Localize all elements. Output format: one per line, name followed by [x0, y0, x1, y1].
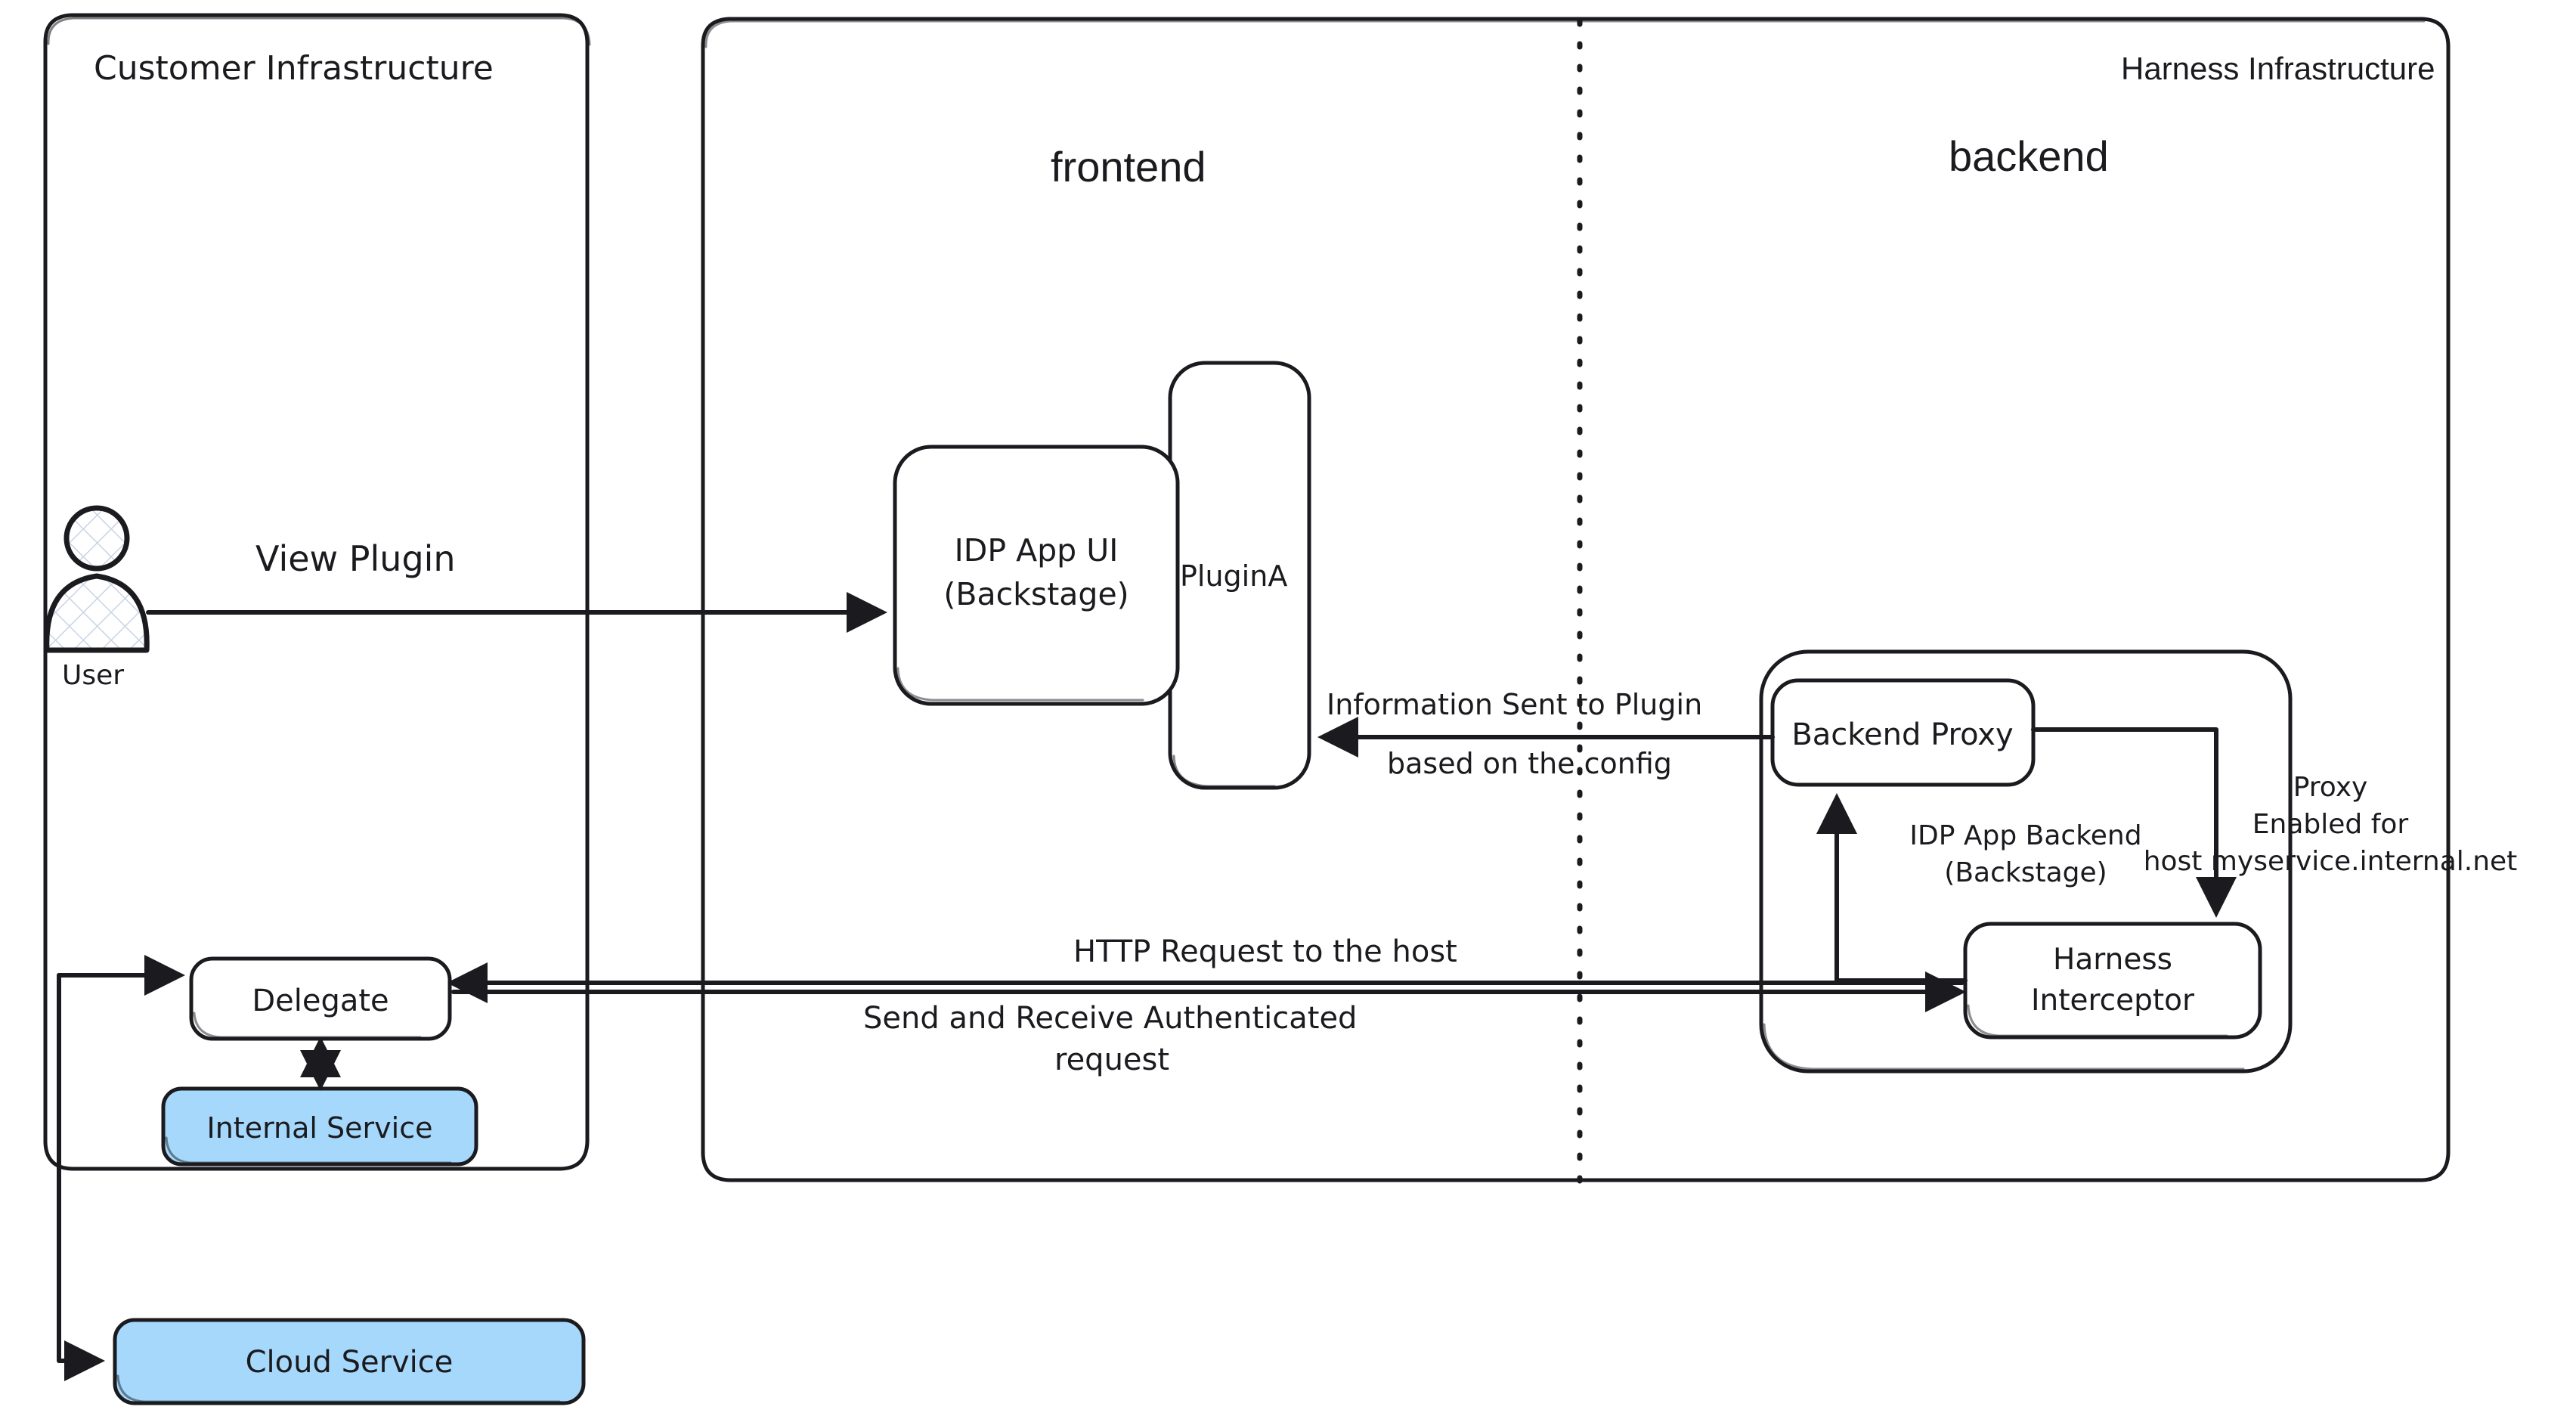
- node-plugin-a[interactable]: PluginA: [1168, 361, 1311, 790]
- edge-label-information-sent-line1: Information Sent to Plugin: [1327, 688, 1702, 721]
- node-shape-idp-app-ui: [893, 445, 1180, 706]
- edge-label-proxy-enabled-line3: host myservice.internal.net: [2144, 846, 2518, 877]
- node-user[interactable]: User: [44, 505, 150, 691]
- node-idp-app-ui[interactable]: IDP App UI (Backstage): [893, 445, 1180, 706]
- node-label-harness-interceptor-line2: Interceptor: [2031, 984, 2195, 1018]
- node-shape-cloud-service: [113, 1318, 586, 1405]
- node-harness-interceptor[interactable]: Harness Interceptor: [1963, 922, 2262, 1040]
- edge-http-request-to-host: HTTP Request to the host Send and Receiv…: [447, 934, 1966, 1077]
- edge-delegate-cloud-service: [57, 955, 185, 1381]
- section-heading-backend: backend: [1949, 132, 2109, 180]
- node-label-idp-app-ui-line1: IDP App UI: [955, 532, 1119, 569]
- user-head-icon: [63, 505, 130, 572]
- container-label-harness-infrastructure: Harness Infrastructure: [2121, 51, 2435, 86]
- node-label-internal-service: Internal Service: [207, 1111, 433, 1145]
- edge-label-information-sent-line2: based on the config: [1387, 747, 1672, 780]
- edge-line-proxy-enabled: [2031, 727, 2237, 918]
- edge-label-http-request: HTTP Request to the host: [1073, 934, 1457, 969]
- edge-view-plugin: View Plugin: [146, 538, 887, 633]
- node-label-backend-proxy: Backend Proxy: [1791, 717, 2013, 752]
- edge-label-view-plugin: View Plugin: [255, 538, 456, 579]
- edge-label-send-receive-line2: request: [1054, 1043, 1169, 1077]
- edge-label-send-receive-line1: Send and Receive Authenticated: [863, 1001, 1357, 1036]
- container-label-idp-app-backend-line2: (Backstage): [1944, 857, 2107, 888]
- section-heading-frontend: frontend: [1051, 143, 1206, 191]
- user-body-icon: [44, 573, 150, 653]
- container-harness-infrastructure: Harness Infrastructure: [701, 17, 2451, 1182]
- node-backend-proxy[interactable]: Backend Proxy: [1770, 678, 2036, 787]
- node-label-idp-app-ui-line2: (Backstage): [943, 576, 1129, 612]
- node-label-harness-interceptor-line1: Harness: [2053, 943, 2172, 977]
- node-cloud-service[interactable]: Cloud Service: [113, 1318, 586, 1405]
- edge-label-proxy-enabled-line1: Proxy: [2293, 772, 2368, 803]
- edge-proxy-enabled: Proxy Enabled for host myservice.interna…: [2031, 727, 2518, 918]
- node-internal-service[interactable]: Internal Service: [161, 1086, 478, 1167]
- node-label-user: User: [62, 660, 124, 691]
- container-label-customer-infrastructure: Customer Infrastructure: [94, 49, 494, 88]
- node-label-plugin-a: PluginA: [1180, 559, 1287, 593]
- edge-information-sent-to-plugin: Information Sent to Plugin based on the …: [1317, 688, 1775, 780]
- container-label-idp-app-backend-line1: IDP App Backend: [1909, 820, 2141, 851]
- node-label-delegate: Delegate: [252, 984, 389, 1018]
- node-shape-harness-interceptor: [1963, 922, 2262, 1040]
- container-shape-idp-app-backend: [1759, 649, 2293, 1074]
- node-shape-backend-proxy: [1770, 678, 2036, 787]
- node-delegate[interactable]: Delegate: [189, 956, 452, 1041]
- node-label-cloud-service: Cloud Service: [246, 1345, 454, 1380]
- edge-label-proxy-enabled-line2: Enabled for: [2252, 809, 2409, 840]
- container-idp-app-backend: IDP App Backend (Backstage): [1759, 649, 2293, 1074]
